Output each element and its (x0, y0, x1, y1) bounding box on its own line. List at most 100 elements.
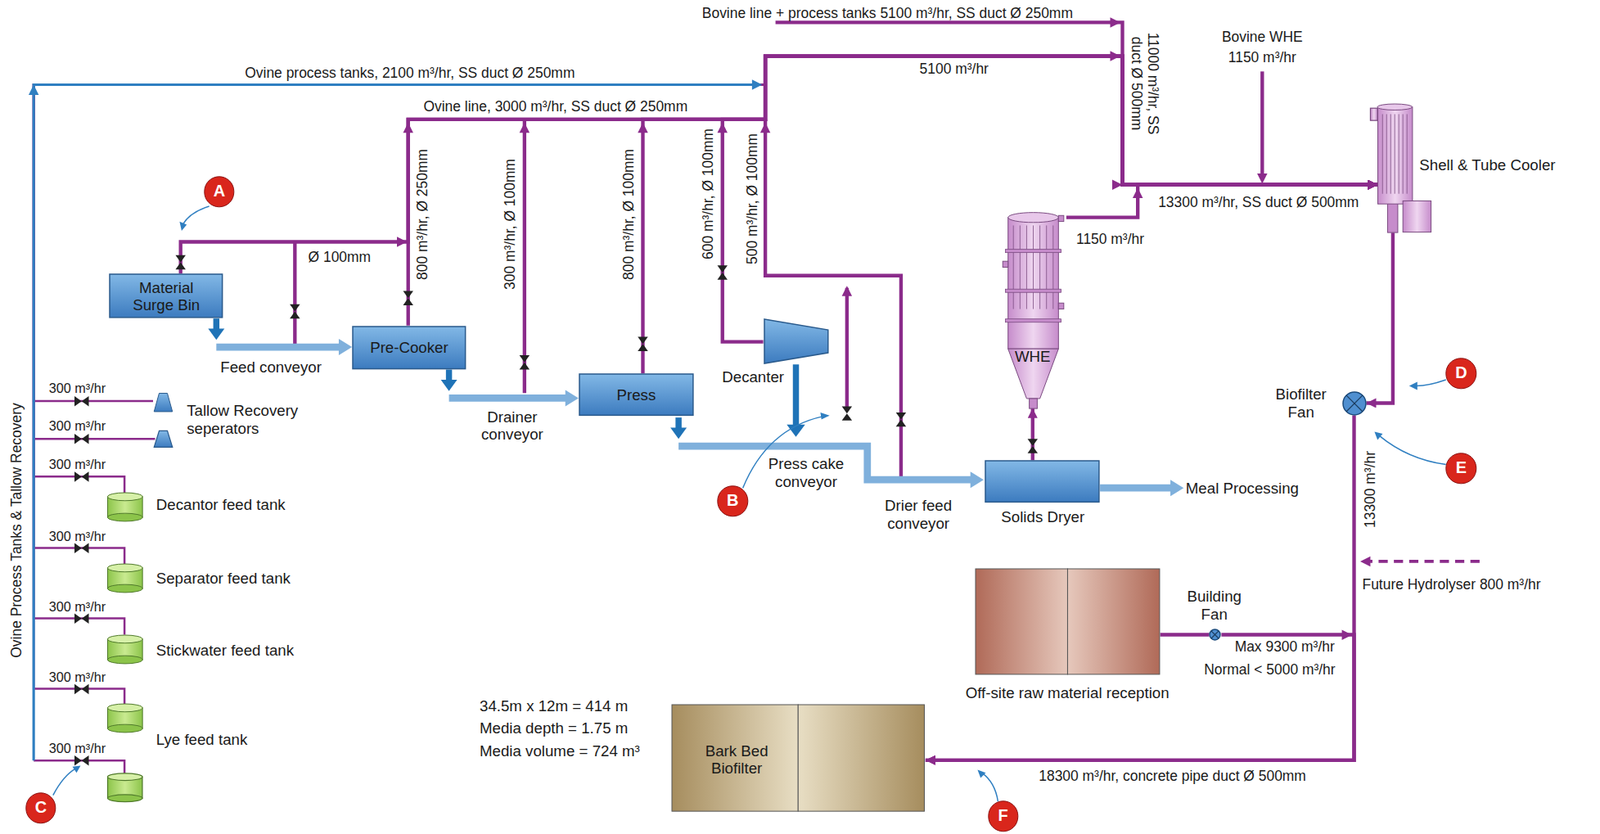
shape-part (1058, 302, 1064, 309)
annotation: 5100 m³/hr (919, 60, 989, 77)
shape-part (1382, 114, 1384, 194)
shape-part (1029, 398, 1038, 409)
offsite-reception-outline (974, 567, 1161, 676)
press-box: Press (578, 373, 695, 416)
node-label: Pre-Cooker (369, 338, 449, 357)
node-label: Decantor feed tank (156, 495, 286, 514)
node-label: Shell & Tube Cooler (1419, 156, 1555, 175)
node-label: Off-site raw material reception (965, 684, 1170, 703)
annotation: Ovine line, 3000 m³/hr, SS duct Ø 250mm (423, 98, 688, 115)
feed-tank: Separator feed tank (107, 563, 144, 593)
flow-label: 300 m³/hr (49, 379, 106, 396)
shape-part (109, 274, 223, 318)
callout-letter: C (25, 793, 56, 824)
annotation: Future Hydrolyser 800 m³/hr (1361, 576, 1541, 593)
shape-part (1008, 211, 1060, 222)
surge-bin-box: Material Surge Bin (108, 273, 224, 319)
duct-connector (1160, 632, 1210, 636)
annotation: Media depth = 1.75 m (479, 719, 628, 738)
shape-part (1005, 288, 1061, 293)
shape-part (1008, 216, 1060, 348)
shape-part (107, 703, 143, 713)
building-fan: Building Fan (1208, 628, 1222, 641)
annotation: Bovine WHE (1221, 28, 1303, 46)
shape-part (107, 635, 143, 644)
node-label: Solids Dryer (1000, 508, 1085, 527)
collector-arrows (28, 79, 762, 95)
annotation: Ø 100mm (308, 248, 372, 266)
solids-dryer-box: Solids Dryer (984, 459, 1100, 503)
duct-connector (33, 56, 1378, 494)
callout-heads (72, 221, 1418, 779)
feed-tank: Lye feed tank (107, 703, 144, 733)
flow-label: 600 m³/hr, Ø 100mm (699, 128, 717, 260)
annotation: 13300 m³/hr, SS duct Ø 500mm (1158, 193, 1359, 211)
annotation: Drainer conveyor (466, 407, 559, 443)
feed-tank-outline (107, 703, 144, 733)
shape-part (1026, 225, 1028, 309)
duct-connector (408, 56, 1378, 326)
offsite-reception: Off-site raw material reception (974, 567, 1161, 676)
annotation: Ovine process tanks, 2100 m³/hr, SS duct… (244, 63, 575, 81)
feed-tank: Decantor feed tank (107, 492, 144, 522)
shape-part (1402, 114, 1404, 194)
annotation: Press cake conveyor (760, 455, 852, 491)
annotation: Normal < 5000 m³/hr (1203, 661, 1335, 678)
shape-part (1019, 225, 1021, 309)
flow-label: 300 m³/hr (49, 668, 106, 685)
annotation: 18300 m³/hr, concrete pipe duct Ø 500mm (1038, 767, 1307, 785)
shape-part (1045, 225, 1047, 309)
shape-part (1052, 225, 1054, 309)
shape-part (764, 319, 829, 364)
annotation: 300 m³/hr (49, 740, 106, 757)
duct-connector (1066, 184, 1378, 218)
duct-arrows (396, 17, 1371, 640)
callout-letter: F (987, 801, 1019, 832)
duct-connector (180, 56, 1379, 275)
shell-tube-cooler: Shell & Tube Cooler (1377, 103, 1432, 233)
node-label: Material Surge Bin (122, 278, 210, 314)
shape-part (1346, 395, 1363, 412)
feed-tank: Stickwater feed tank (107, 635, 144, 664)
tallow-separator-outline (153, 391, 174, 414)
node-label: Press (616, 386, 656, 405)
annotation: Ovine Process Tanks & Tallow Recovery (8, 403, 25, 659)
feed-tank-outline (107, 492, 144, 522)
shape-part (1394, 114, 1396, 194)
annotation: Meal Processing (1185, 479, 1299, 498)
callout-letter: E (1446, 453, 1477, 484)
shape-part (1067, 568, 1159, 675)
annotation: Bovine line + process tanks 5100 m³/hr, … (702, 4, 1073, 22)
annotation: 1150 m³/hr (1228, 49, 1297, 66)
annotation: Feed conveyor (220, 358, 322, 377)
flow-label: 1150 m³/hr (1076, 230, 1145, 248)
node-label: WHE (1014, 348, 1051, 367)
shape-part (1005, 318, 1061, 322)
shape-part (153, 392, 172, 411)
shape-part (975, 568, 1068, 675)
shape-part (1402, 201, 1431, 233)
duct-connector (33, 56, 1378, 402)
shape-part (1211, 630, 1219, 639)
shape-part (1209, 629, 1221, 640)
callout-letter: A (203, 176, 235, 208)
duct-connector (925, 414, 1355, 760)
cooler-nozzle (1370, 108, 1378, 121)
spare-tank (108, 773, 143, 803)
shape-part (798, 704, 925, 812)
shape-part (985, 460, 1100, 502)
pre-cooker-box: Pre-Cooker (351, 325, 467, 370)
duct-connector (33, 56, 1378, 705)
flow-label: 800 m³/hr, Ø 100mm (620, 148, 637, 280)
node-label: Building Fan (1182, 587, 1246, 623)
node-label: Lye feed tank (156, 730, 248, 749)
building-fan-outline (1208, 628, 1222, 641)
callout-letter: B (717, 485, 749, 516)
tallow-separator: Tallow Recovery seperators (153, 391, 174, 414)
flow-label: 300 m³/hr (49, 456, 106, 473)
shape-part (1406, 114, 1408, 194)
annotation: Max 9300 m³/hr (1234, 638, 1335, 655)
shape-part (1377, 103, 1412, 110)
shape-part (579, 374, 694, 415)
shape-part (107, 513, 143, 522)
